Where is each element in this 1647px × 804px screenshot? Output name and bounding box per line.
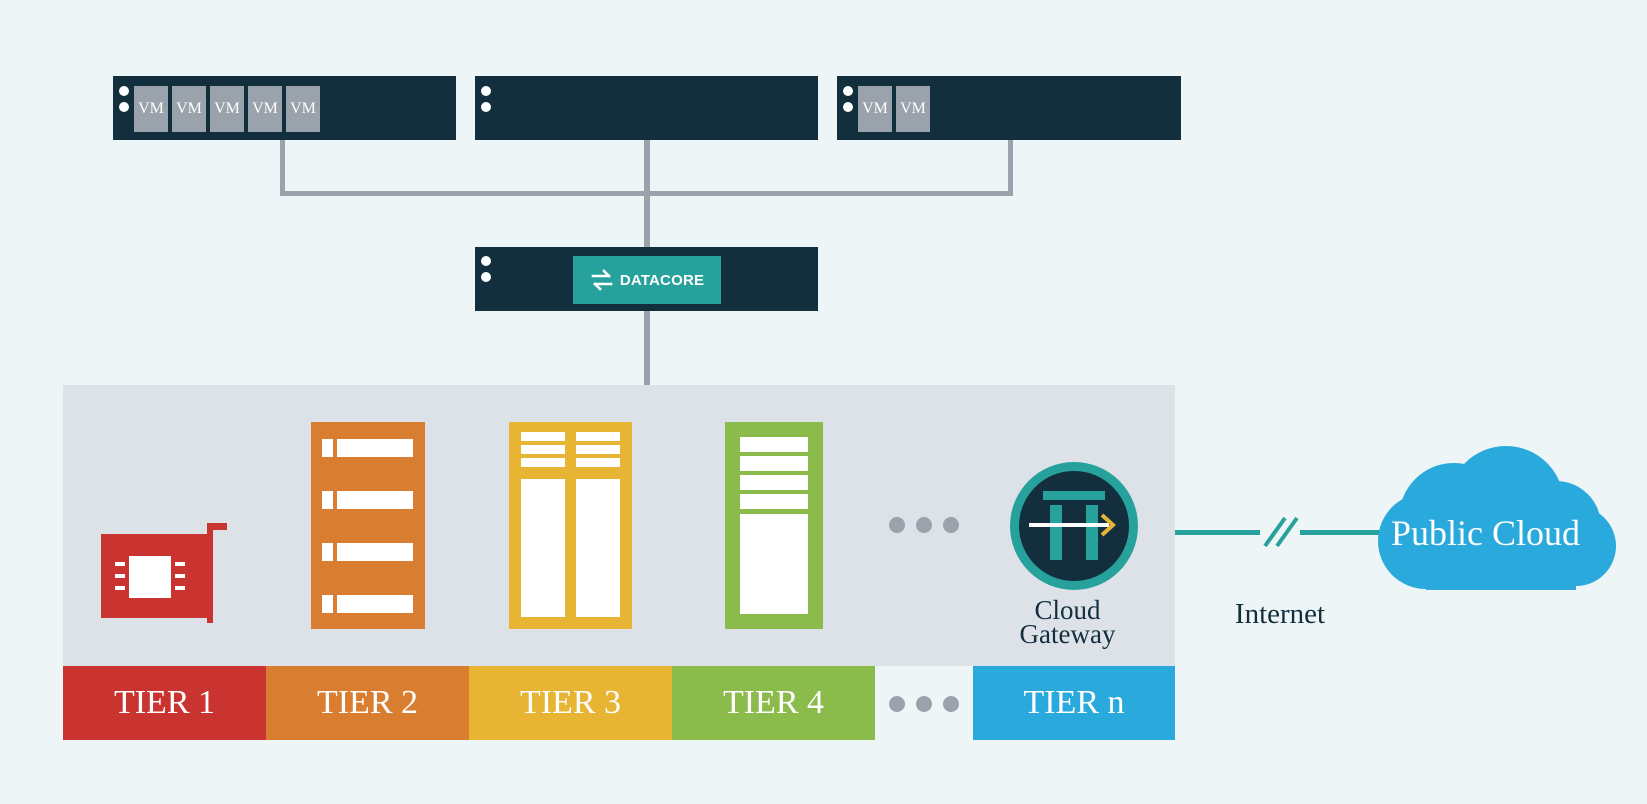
datacore-label: DATACORE <box>619 271 705 289</box>
vm-box: VM <box>248 86 282 132</box>
vm-box: VM <box>172 86 206 132</box>
connector-center-vertical <box>644 140 650 248</box>
vm-box: VM <box>896 86 930 132</box>
server-rack-icon <box>311 422 425 629</box>
ellipsis-dot <box>943 696 959 712</box>
ellipsis-dot <box>889 696 905 712</box>
swap-arrows-icon <box>591 269 613 291</box>
host-server-right: VM VM <box>837 76 1181 140</box>
connector-left-vertical <box>280 140 285 195</box>
storage-tower-icon <box>725 422 823 629</box>
status-dot <box>481 256 491 266</box>
status-dot <box>119 102 129 112</box>
internet-label: Internet <box>1234 598 1326 630</box>
tier-3-bar: TIER 3 <box>469 666 672 740</box>
tier-n-bar: TIER n <box>973 666 1175 740</box>
ellipsis-dot <box>943 517 959 533</box>
vm-box: VM <box>134 86 168 132</box>
host-server-left: VM VM VM VM VM <box>113 76 456 140</box>
storage-array-icon <box>509 422 632 629</box>
ellipsis-dot <box>916 517 932 533</box>
tier-4-bar: TIER 4 <box>672 666 875 740</box>
cloud-gateway-label: Cloud Gateway <box>1000 595 1135 649</box>
public-cloud-icon <box>1378 446 1616 590</box>
datacore-logo: DATACORE <box>573 256 721 304</box>
cloud-gateway-line2: Gateway <box>1019 619 1116 649</box>
connector-right-vertical <box>1008 140 1013 195</box>
ellipsis-dot <box>889 517 905 533</box>
ellipsis-dot <box>916 696 932 712</box>
status-dot <box>481 86 491 96</box>
host-server-center <box>475 76 818 140</box>
vm-box: VM <box>210 86 244 132</box>
status-dot <box>481 102 491 112</box>
status-dot <box>843 102 853 112</box>
internet-link <box>1175 516 1395 548</box>
tier-2-bar: TIER 2 <box>266 666 469 740</box>
public-cloud-label: Public Cloud <box>1390 513 1581 553</box>
chip-card-icon <box>101 523 227 623</box>
vm-box: VM <box>858 86 892 132</box>
status-dot <box>481 272 491 282</box>
status-dot <box>843 86 853 96</box>
status-dot <box>119 86 129 96</box>
connector-datacore-down <box>644 311 650 386</box>
cloud-gateway-icon <box>1010 462 1138 590</box>
vm-box: VM <box>286 86 320 132</box>
cloud-gateway-line1: Cloud <box>1034 595 1101 625</box>
tier-1-bar: TIER 1 <box>63 666 266 740</box>
